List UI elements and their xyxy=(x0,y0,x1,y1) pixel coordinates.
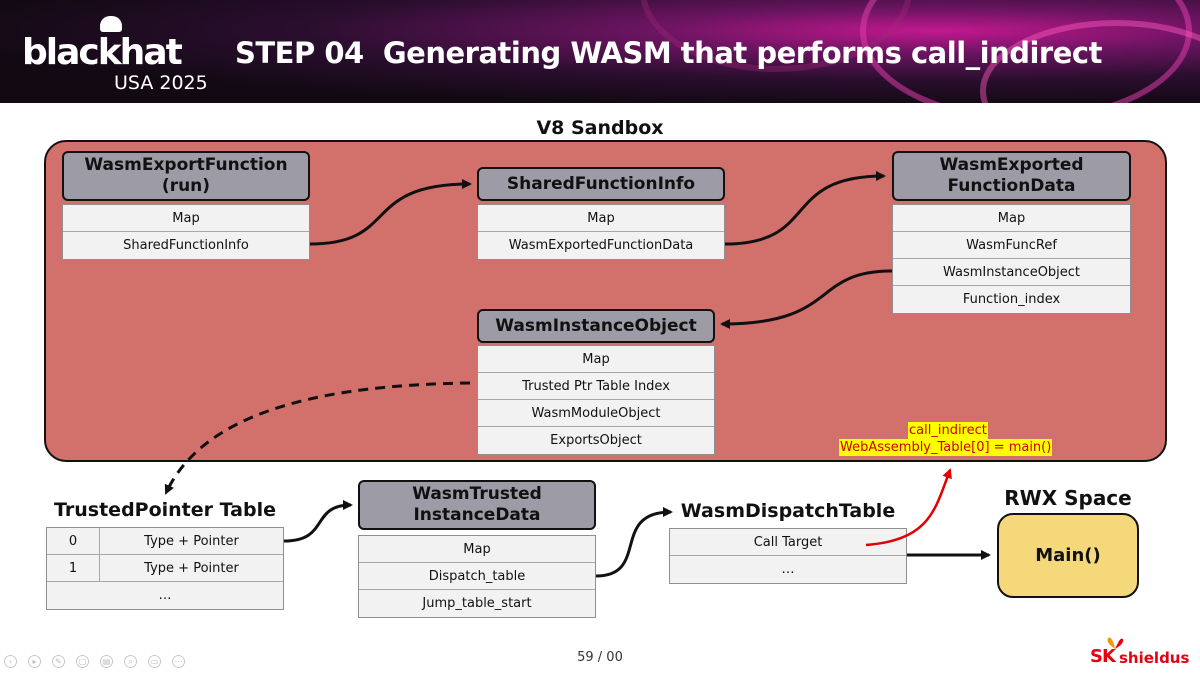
table-row: ExportsObject xyxy=(550,433,642,448)
wasm-trusted-instance-data-header: WasmTrusted InstanceData xyxy=(358,480,596,530)
table-row: Dispatch_table xyxy=(359,563,595,590)
wasm-exported-function-data-table: Map WasmFuncRef WasmInstanceObject Funct… xyxy=(892,204,1131,314)
table-row: WasmModuleObject xyxy=(478,400,714,427)
row-index: 0 xyxy=(47,528,100,554)
slide-control-icon[interactable]: ▭ xyxy=(148,655,161,668)
hat-icon xyxy=(100,16,122,32)
wasm-dispatch-table-title: WasmDispatchTable xyxy=(680,500,896,522)
slide-title: STEP 04 Generating WASM that performs ca… xyxy=(235,36,1102,70)
brand-sk: SK xyxy=(1090,646,1116,667)
slide-control-icon[interactable]: ▤ xyxy=(100,655,113,668)
main-function-box: Main() xyxy=(997,513,1139,598)
blackhat-logo: blackhat USA 2025 xyxy=(22,16,212,94)
table-row: Map xyxy=(478,346,714,373)
trusted-pointer-table: 0 Type + Pointer 1 Type + Pointer … xyxy=(46,527,284,610)
table-row: Trusted Ptr Table Index xyxy=(478,373,714,400)
slide-control-icon[interactable]: ▸ xyxy=(28,655,41,668)
wasm-export-function-header: WasmExportFunction (run) xyxy=(62,151,310,201)
arrow-to-trusted-instance-data xyxy=(283,500,353,543)
wasm-dispatch-table: Call Target … xyxy=(669,528,907,584)
brand-shieldus: shieldus xyxy=(1119,649,1190,667)
table-row: 1 Type + Pointer xyxy=(47,555,283,582)
butterfly-icon xyxy=(1107,637,1124,649)
table-assignment-note: WebAssembly_Table[0] = main() xyxy=(839,439,1053,456)
logo-word: blackhat xyxy=(22,32,183,73)
sandbox-label: V8 Sandbox xyxy=(536,117,664,139)
table-row: Map xyxy=(478,205,724,232)
slide-control-icon[interactable]: ⋯ xyxy=(172,655,185,668)
table-row: SharedFunctionInfo xyxy=(123,238,249,253)
table-row: Map xyxy=(893,205,1130,232)
node-title: SharedFunctionInfo xyxy=(506,173,696,194)
slide-control-icon[interactable]: ✎ xyxy=(52,655,65,668)
wasm-instance-object-header: WasmInstanceObject xyxy=(477,309,715,343)
slide-control-icon[interactable]: ▢ xyxy=(76,655,89,668)
table-row: 0 Type + Pointer xyxy=(47,528,283,555)
node-title: WasmExportFunction (run) xyxy=(84,155,288,196)
table-row: … xyxy=(158,588,172,603)
node-title: WasmInstanceObject xyxy=(495,315,697,336)
slide-control-icon[interactable]: ‹ xyxy=(4,655,17,668)
shared-function-info-header: SharedFunctionInfo xyxy=(477,167,725,201)
call-indirect-note: call_indirect xyxy=(908,422,988,439)
table-row: Map xyxy=(359,536,595,563)
node-title: WasmTrusted InstanceData xyxy=(412,484,542,525)
table-row: WasmExportedFunctionData xyxy=(508,238,694,253)
rwx-space-title: RWX Space xyxy=(1004,486,1132,510)
table-row: Map xyxy=(63,205,309,232)
table-row: … xyxy=(781,562,795,577)
table-row: WasmFuncRef xyxy=(893,232,1130,259)
row-value: Type + Pointer xyxy=(144,560,239,576)
table-row: WasmInstanceObject xyxy=(893,259,1130,286)
row-index: 1 xyxy=(47,555,100,581)
wasm-export-function-table: Map SharedFunctionInfo xyxy=(62,204,310,260)
arrow-to-dispatch-table xyxy=(595,507,673,578)
wasm-exported-function-data-header: WasmExported FunctionData xyxy=(892,151,1131,201)
page-number: 59 / 00 xyxy=(577,650,623,665)
wasm-instance-object-table: Map Trusted Ptr Table Index WasmModuleOb… xyxy=(477,345,715,455)
logo-sub: USA 2025 xyxy=(114,72,208,94)
table-row: Call Target xyxy=(670,529,906,556)
main-label: Main() xyxy=(1035,545,1101,566)
node-title: WasmExported FunctionData xyxy=(939,155,1084,196)
sk-shieldus-logo: SK shieldus xyxy=(1090,637,1190,670)
header-banner: blackhat USA 2025 STEP 04 Generating WAS… xyxy=(0,0,1200,103)
wasm-trusted-instance-data-table: Map Dispatch_table Jump_table_start xyxy=(358,535,596,618)
trusted-pointer-table-title: TrustedPointer Table xyxy=(54,499,276,521)
slide-control-icon[interactable]: ⌕ xyxy=(124,655,137,668)
shared-function-info-table: Map WasmExportedFunctionData xyxy=(477,204,725,260)
table-row: Function_index xyxy=(962,292,1061,307)
row-value: Type + Pointer xyxy=(144,533,239,549)
table-row: Jump_table_start xyxy=(422,596,532,611)
